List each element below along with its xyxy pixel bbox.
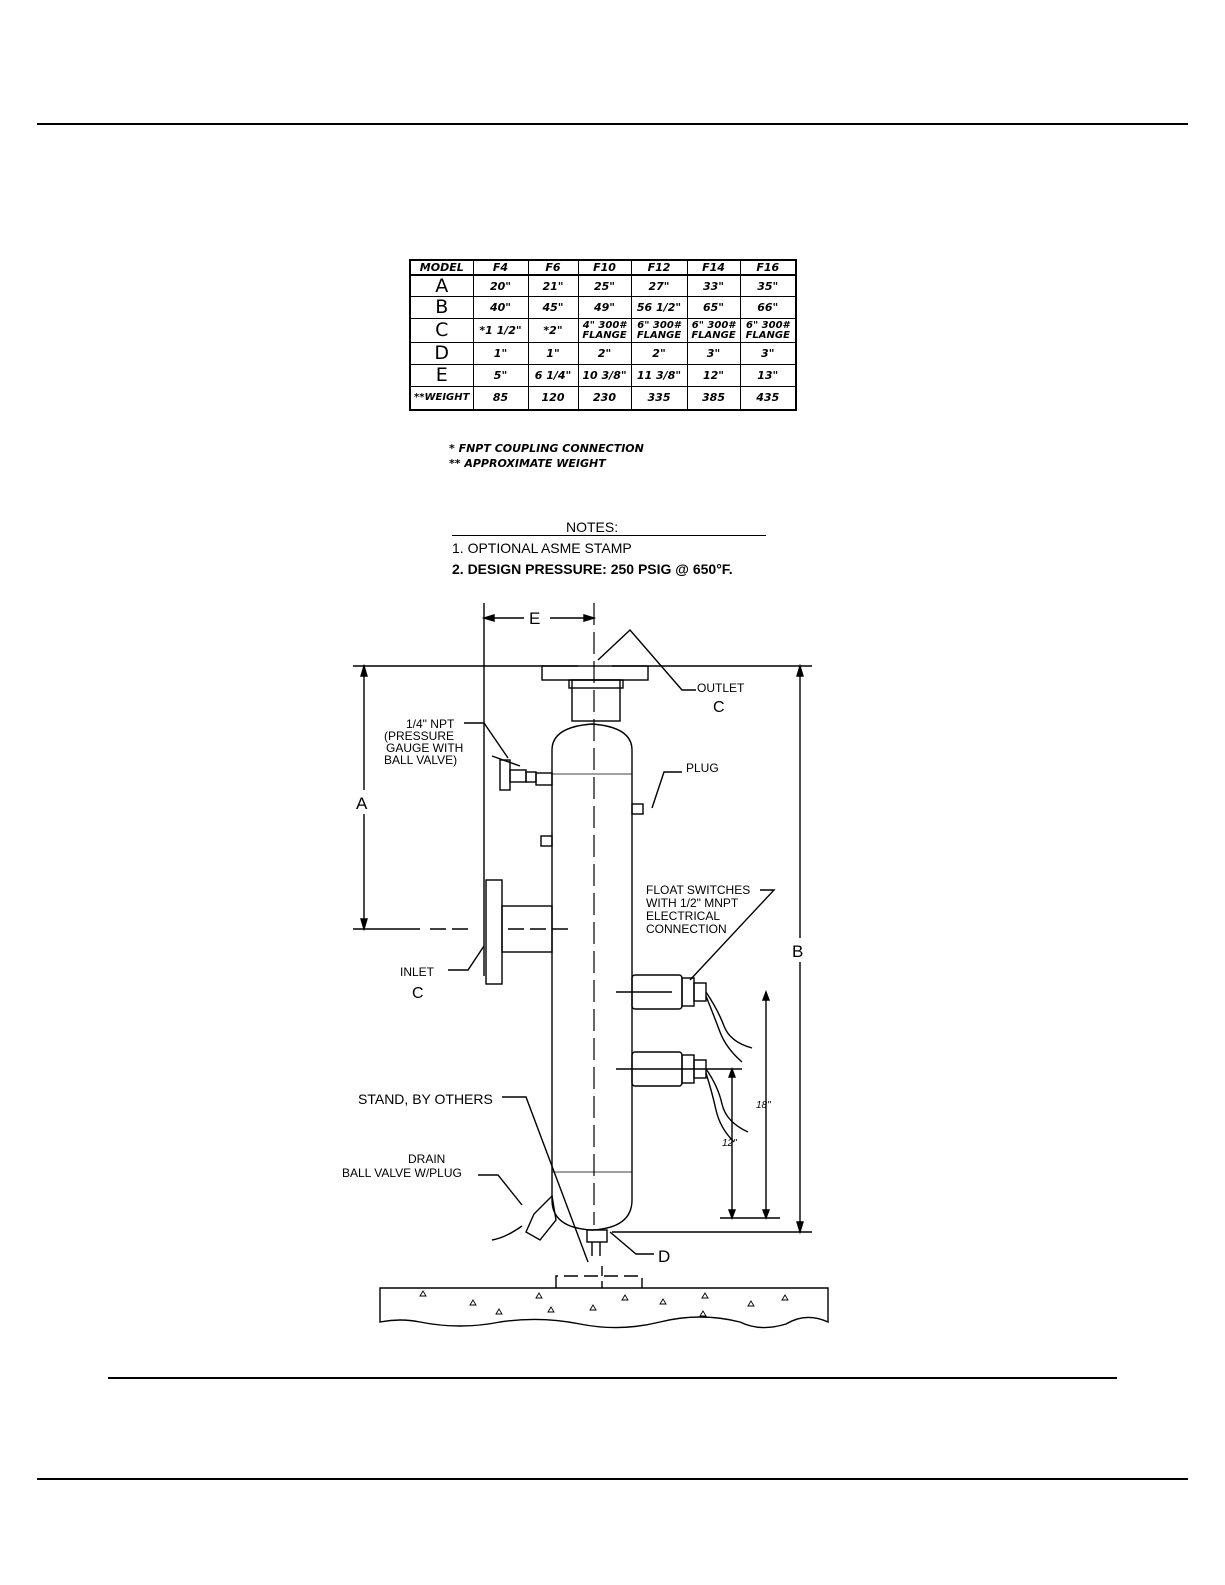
table-cell: *2" (527, 318, 579, 343)
npt-line-1: 1/4" NPT (406, 717, 455, 731)
dim-12-label: 12" (722, 1138, 737, 1149)
table-cell: *1 1/2" (472, 318, 529, 343)
table-cell: 6" 300# FLANGE (630, 318, 688, 343)
notes-underline (452, 535, 766, 536)
table-row-label: C (409, 318, 474, 343)
outlet-label: OUTLET (697, 681, 745, 695)
table-header-model-col: F6 (527, 259, 579, 276)
table-cell: 6" 300# FLANGE (739, 318, 797, 343)
middle-rule (108, 1377, 1117, 1379)
table-cell: 85 (472, 385, 529, 411)
float-line-1: FLOAT SWITCHES (646, 883, 750, 897)
inlet-size-label: C (412, 985, 424, 1002)
bottom-rule (37, 1478, 1188, 1480)
drain-line-2: BALL VALVE W/PLUG (342, 1166, 462, 1180)
float-line-3: ELECTRICAL (646, 909, 720, 923)
table-cell: 6" 300# FLANGE (686, 318, 741, 343)
top-rule (37, 123, 1188, 125)
note-item-1: 1. OPTIONAL ASME STAMP (452, 540, 632, 556)
footnote-weight: ** APPROXIMATE WEIGHT (449, 457, 606, 470)
npt-line-3: GAUGE WITH (386, 741, 463, 755)
table-header-model: MODEL (409, 259, 474, 276)
table-header-model-col: F16 (739, 259, 797, 276)
stand-label: STAND, BY OTHERS (358, 1091, 493, 1107)
dim-a-label: A (356, 794, 368, 813)
dim-b-label: B (792, 942, 803, 961)
float-line-2: WITH 1/2" MNPT (646, 896, 739, 910)
table-cell: 385 (686, 385, 741, 411)
dim-e-label: E (529, 609, 540, 628)
outlet-size-label: C (713, 699, 725, 716)
drain-line-1: DRAIN (408, 1152, 445, 1166)
dim-d-label: D (658, 1247, 670, 1266)
float-line-4: CONNECTION (646, 922, 727, 936)
plug-label: PLUG (686, 761, 719, 775)
table-cell: 4" 300# FLANGE (577, 318, 632, 343)
note-item-2: 2. DESIGN PRESSURE: 250 PSIG @ 650°F. (452, 561, 733, 577)
table-header-model-col: F14 (686, 259, 741, 276)
npt-line-4: BALL VALVE) (384, 753, 457, 767)
notes-title: NOTES: (566, 519, 619, 535)
inlet-label: INLET (400, 965, 435, 979)
table-cell: 435 (739, 385, 797, 411)
footnote-fnpt: * FNPT COUPLING CONNECTION (449, 442, 644, 455)
table-row-label: B (409, 296, 474, 320)
dim-18-label: 18" (756, 1100, 771, 1111)
npt-line-2: (PRESSURE (384, 729, 454, 743)
